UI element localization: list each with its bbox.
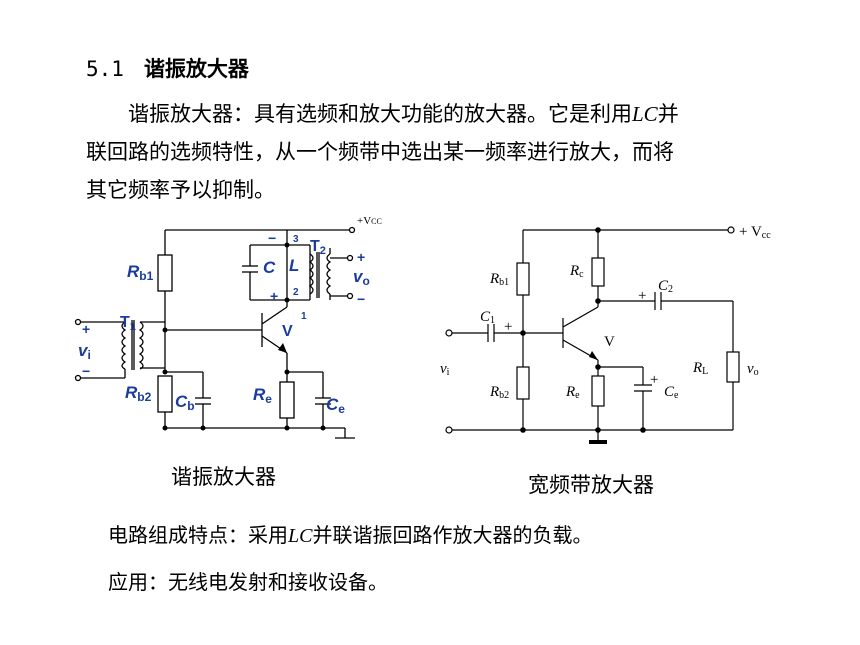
section-title: 谐振放大器: [143, 57, 249, 81]
feature-note-end: 并联谐振回路作放大器的负载。: [312, 523, 593, 547]
right-rl-label: RL: [692, 360, 708, 377]
left-diagram-caption: 谐振放大器: [171, 465, 276, 489]
right-diagram-caption: 宽频带放大器: [528, 473, 654, 497]
feature-note-lc: LC: [288, 525, 313, 547]
intro-line-1-end: 并: [657, 102, 679, 126]
right-vo-label: vo: [747, 361, 759, 378]
intro-paragraph: 谐振放大器：具有选频和放大功能的放大器。它是利用LC并 联回路的选频特性，从一个…: [86, 95, 776, 209]
intro-line-3: 其它频率予以抑制。: [86, 178, 275, 202]
left-vi-minus: −: [82, 363, 90, 379]
right-rc-label: Rc: [569, 263, 584, 280]
left-c-minus: −: [268, 230, 276, 246]
left-c-label: C: [263, 258, 276, 277]
left-vi-label: vi: [78, 341, 91, 362]
right-vi-label: vi: [440, 361, 450, 378]
right-ce-label: Ce: [664, 384, 679, 401]
left-t1-label: T1: [120, 314, 136, 333]
left-c-plus: +: [270, 288, 278, 304]
left-tap-2: 2: [293, 287, 299, 298]
left-vo-label: vo: [353, 267, 370, 288]
right-vcc-label: + Vcc: [739, 224, 771, 241]
right-rb1-label: Rb1: [489, 271, 509, 288]
intro-lc: LC: [632, 102, 658, 126]
feature-note-text: 电路组成特点：采用: [108, 523, 288, 547]
right-re-label: Re: [565, 384, 580, 401]
left-rb1-label: Rb1: [127, 262, 154, 283]
left-rb2-label: Rb2: [125, 383, 152, 404]
intro-line-2: 联回路的选频特性，从一个频带中选出某一频率进行放大，而将: [86, 140, 674, 164]
right-transistor-label: V: [604, 334, 615, 350]
application-note: 应用：无线电发射和接收设备。: [108, 570, 388, 594]
left-vo-plus: +: [357, 249, 365, 265]
intro-line-1: 谐振放大器：具有选频和放大功能的放大器。它是利用LC并: [86, 95, 776, 133]
left-cb-label: Cb: [175, 392, 195, 413]
left-vo-minus: −: [357, 291, 365, 307]
left-tap-1: 1: [301, 311, 307, 322]
right-c2-label: C2: [658, 278, 673, 295]
right-c2-plus: +: [638, 288, 646, 304]
section-number: 5.1: [86, 57, 124, 81]
right-ce-plus: +: [650, 372, 658, 388]
left-transistor-label: V: [282, 323, 293, 340]
right-rb2-label: Rb2: [489, 384, 509, 401]
left-t2-label: T2: [310, 238, 326, 257]
left-tap-3: 3: [293, 234, 299, 245]
left-l-label: L: [289, 256, 299, 275]
left-vi-plus: +: [82, 321, 90, 337]
feature-note: 电路组成特点：采用LC并联谐振回路作放大器的负载。: [108, 519, 592, 548]
section-heading: 5.1 谐振放大器: [86, 53, 249, 83]
left-re-label: Re: [253, 385, 272, 406]
left-vcc-label: +VCC: [357, 215, 382, 227]
intro-line-1-text: 谐振放大器：具有选频和放大功能的放大器。它是利用: [128, 102, 632, 126]
right-c1-plus: +: [504, 319, 512, 335]
left-ce-label: Ce: [326, 395, 345, 416]
right-c1-label: C1: [480, 309, 495, 326]
